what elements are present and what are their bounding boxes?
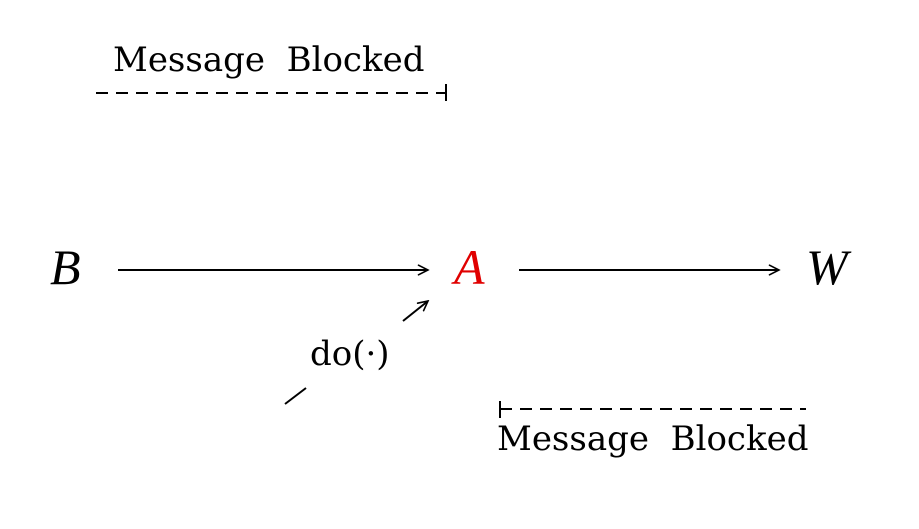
intervention-arrow <box>402 301 428 322</box>
intervention-label: do(·) <box>310 334 390 374</box>
node-a: A <box>451 239 485 295</box>
node-w: W <box>806 239 852 295</box>
intervention-arrow-tail <box>284 387 307 405</box>
blocked-label-bottom: Message Blocked <box>497 419 808 459</box>
blocked-label-top: Message Blocked <box>113 40 424 80</box>
node-b: B <box>50 239 81 295</box>
